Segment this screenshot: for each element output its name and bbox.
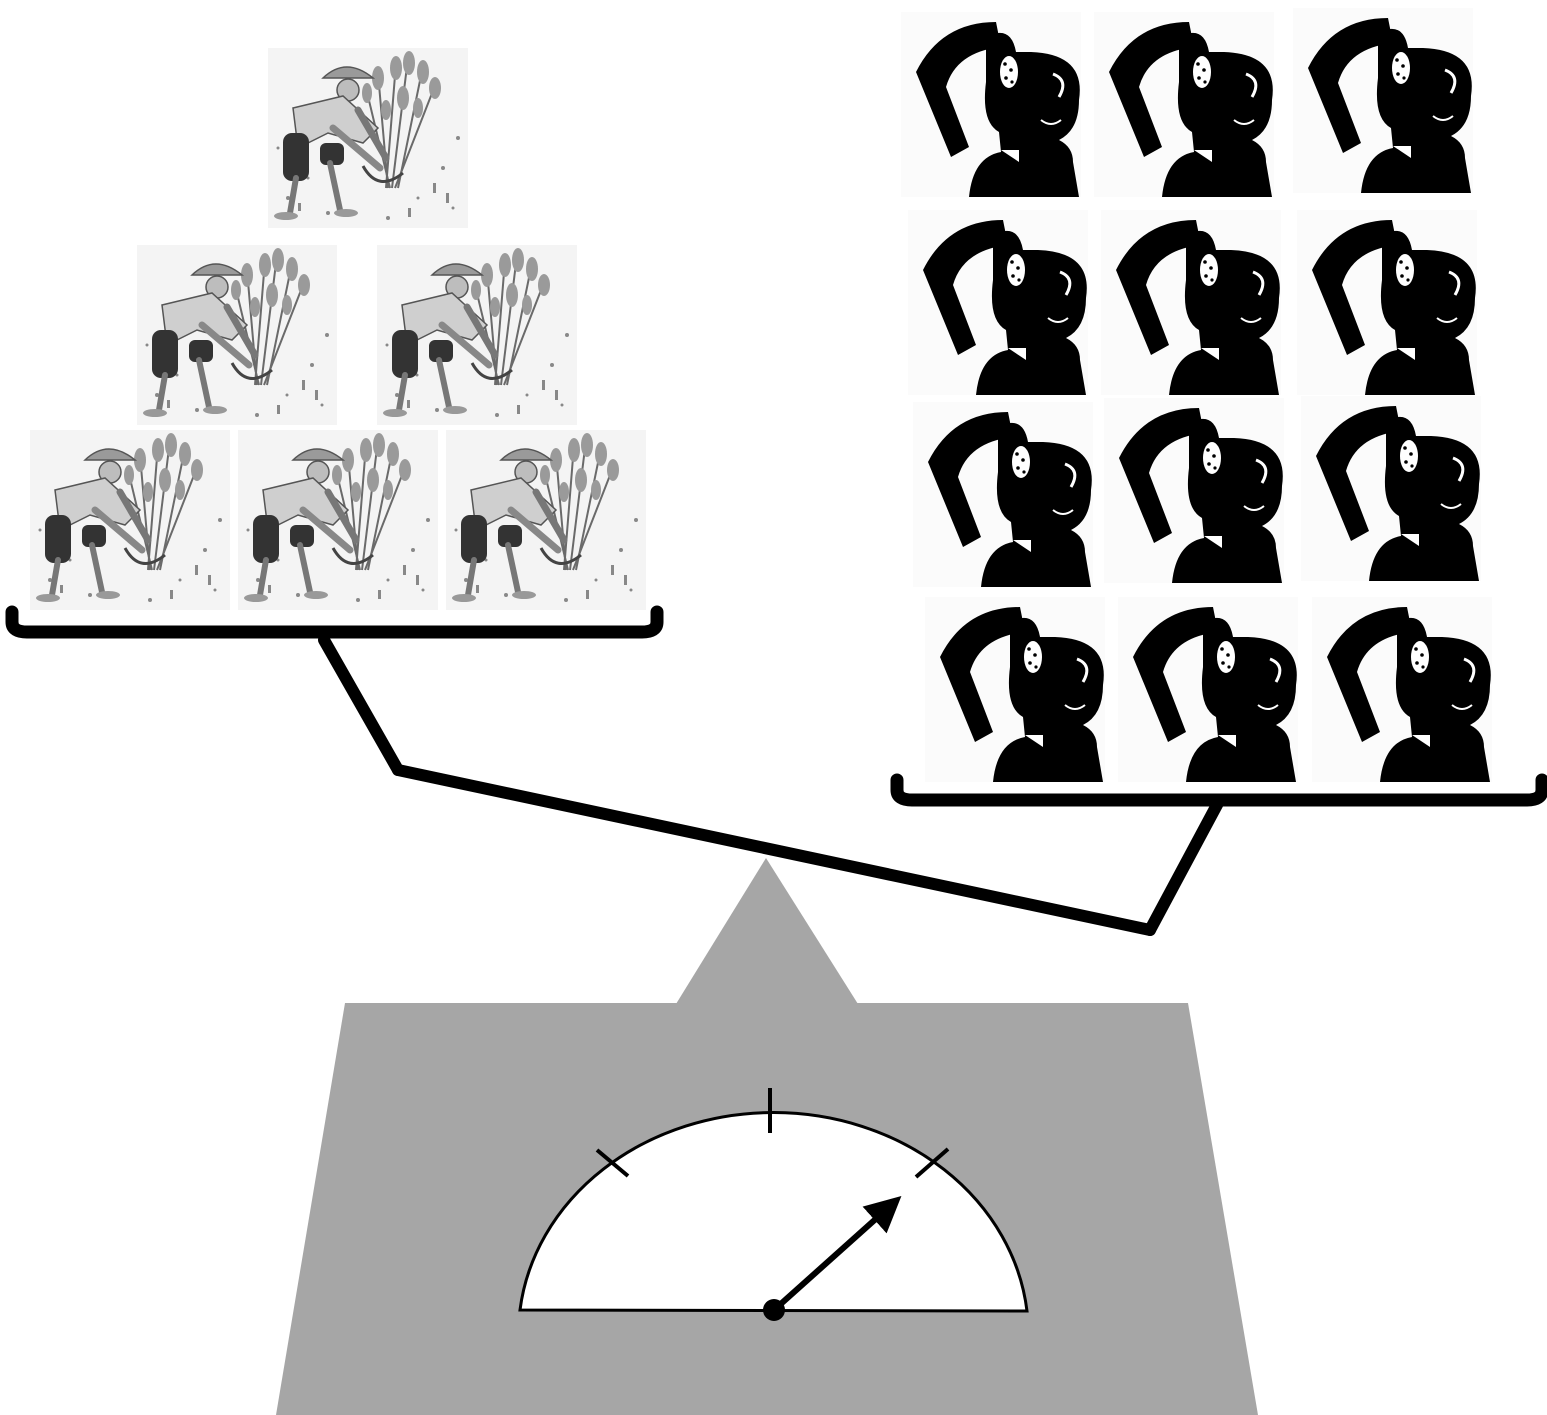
person-eating-icon xyxy=(1103,398,1285,583)
farmer-group xyxy=(30,48,646,610)
left-pan-support xyxy=(318,634,404,776)
left-pan xyxy=(5,605,664,639)
farmer-harvesting-icon xyxy=(30,430,230,610)
person-eating-icon xyxy=(1117,597,1299,782)
person-eating-icon xyxy=(1100,210,1282,395)
gauge-ticks xyxy=(595,1088,950,1179)
person-eating-icon xyxy=(907,210,1089,395)
farmer-harvesting-icon xyxy=(137,245,337,425)
person-eating-icon xyxy=(1311,597,1493,782)
farmer-harvesting-icon xyxy=(268,48,468,228)
person-eating-icon xyxy=(1093,12,1275,197)
person-eating-icon xyxy=(900,12,1082,197)
person-eating-icon xyxy=(1300,396,1482,581)
person-eating-icon xyxy=(924,597,1106,782)
scale-pivot xyxy=(676,858,858,1004)
person-eating-icon xyxy=(1296,210,1478,395)
eater-group xyxy=(900,8,1493,782)
farmer-harvesting-icon xyxy=(238,430,438,610)
gauge-pivot-dot xyxy=(763,1299,785,1321)
right-pan-support xyxy=(1144,797,1224,936)
right-pan xyxy=(890,773,1547,807)
gauge-tick-right xyxy=(914,1147,950,1179)
gauge-needle xyxy=(771,1195,902,1313)
farmer-harvesting-icon xyxy=(446,430,646,610)
farmer-harvesting-icon xyxy=(377,245,577,425)
balance-beam xyxy=(392,764,1156,936)
gauge-dial xyxy=(518,1111,1029,1313)
person-eating-icon xyxy=(1292,8,1474,193)
gauge-tick-left xyxy=(595,1148,630,1178)
person-eating-icon xyxy=(912,402,1094,587)
